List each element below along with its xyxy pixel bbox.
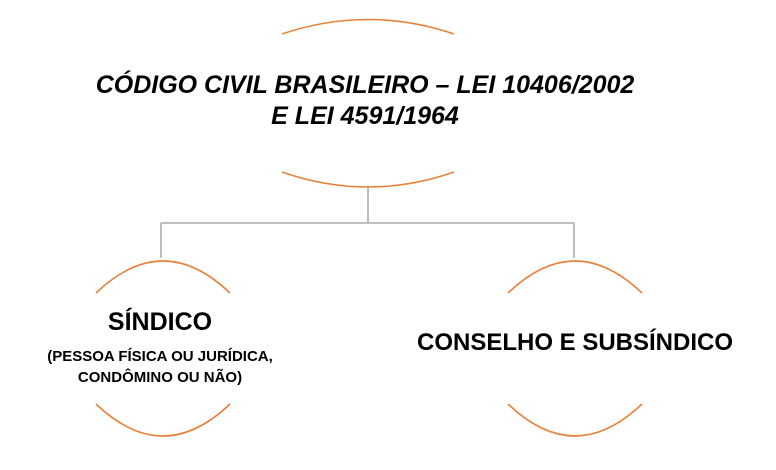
left-node-top-arc bbox=[95, 260, 231, 294]
left-node-title: SÍNDICO bbox=[107, 308, 213, 336]
left-node-subtitle: (PESSOA FÍSICA OU JURÍDICA, CONDÔMINO OU… bbox=[20, 346, 300, 388]
node-arcs bbox=[95, 18, 643, 437]
connector-lines bbox=[160, 186, 575, 258]
root-node-top-arc bbox=[281, 18, 455, 35]
left-node-bottom-arc bbox=[95, 403, 231, 437]
left-subtitle-line-1: (PESSOA FÍSICA OU JURÍDICA, bbox=[47, 348, 273, 365]
right-node-title: CONSELHO E SUBSÍNDICO bbox=[416, 329, 734, 356]
root-title-line-2: E LEI 4591/1964 bbox=[271, 102, 459, 130]
root-node-bottom-arc bbox=[281, 171, 455, 188]
left-subtitle-line-2: CONDÔMINO OU NÃO) bbox=[77, 369, 243, 386]
root-title-line-1: CÓDIGO CIVIL BRASILEIRO – LEI 10406/2002 bbox=[95, 71, 635, 99]
right-node-top-arc bbox=[507, 260, 643, 294]
right-node-bottom-arc bbox=[507, 403, 643, 437]
root-node-title: CÓDIGO CIVIL BRASILEIRO – LEI 10406/2002… bbox=[40, 70, 690, 132]
